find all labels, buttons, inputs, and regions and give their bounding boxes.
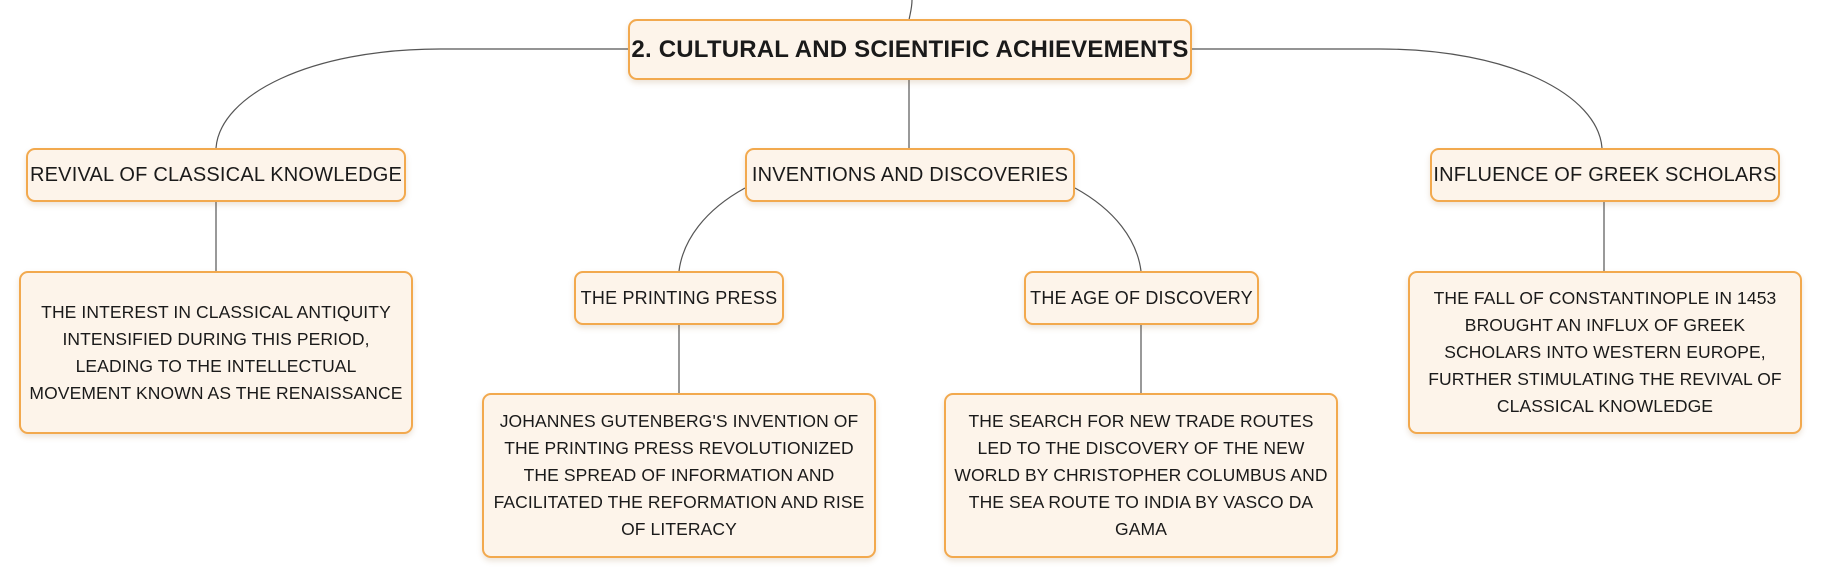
sub-node-label: THE PRINTING PRESS [580, 287, 778, 308]
detail-node-text: THE INTEREST IN CLASSICAL ANTIQUITY INTE… [29, 301, 403, 403]
branch-node-revival[interactable]: REVIVAL OF CLASSICAL KNOWLEDGE [26, 148, 406, 202]
root-node[interactable]: 2. CULTURAL AND SCIENTIFIC ACHIEVEMENTS [628, 19, 1192, 80]
detail-node-text: JOHANNES GUTENBERG'S INVENTION OF THE PR… [493, 411, 865, 539]
detail-node-text: THE SEARCH FOR NEW TRADE ROUTES LED TO T… [954, 411, 1328, 539]
branch-node-label: REVIVAL OF CLASSICAL KNOWLEDGE [29, 163, 403, 186]
branch-node-greek-scholars[interactable]: INFLUENCE OF GREEK SCHOLARS [1430, 148, 1780, 202]
sub-node-printing-press[interactable]: THE PRINTING PRESS [574, 271, 784, 325]
detail-node-printing-press[interactable]: JOHANNES GUTENBERG'S INVENTION OF THE PR… [482, 393, 876, 558]
sub-node-age-of-discovery[interactable]: THE AGE OF DISCOVERY [1024, 271, 1259, 325]
connector-root-to-revival [215, 48, 628, 149]
detail-node-text: THE FALL OF CONSTANTINOPLE IN 1453 BROUG… [1428, 288, 1782, 416]
connector-inventions-to-discovery [1074, 187, 1142, 272]
detail-node-greek-scholars[interactable]: THE FALL OF CONSTANTINOPLE IN 1453 BROUG… [1408, 271, 1802, 434]
root-node-label: 2. CULTURAL AND SCIENTIFIC ACHIEVEMENTS [631, 35, 1189, 63]
detail-node-revival[interactable]: THE INTEREST IN CLASSICAL ANTIQUITY INTE… [19, 271, 413, 434]
branch-node-label: INFLUENCE OF GREEK SCHOLARS [1433, 163, 1777, 186]
connector-inventions-to-printing [678, 187, 746, 272]
sub-node-label: THE AGE OF DISCOVERY [1030, 287, 1253, 308]
branch-node-inventions[interactable]: INVENTIONS AND DISCOVERIES [745, 148, 1075, 202]
connector-parent-to-root [908, 0, 913, 21]
branch-node-label: INVENTIONS AND DISCOVERIES [751, 163, 1069, 186]
connector-root-to-greek [1192, 48, 1603, 149]
detail-node-age-of-discovery[interactable]: THE SEARCH FOR NEW TRADE ROUTES LED TO T… [944, 393, 1338, 558]
